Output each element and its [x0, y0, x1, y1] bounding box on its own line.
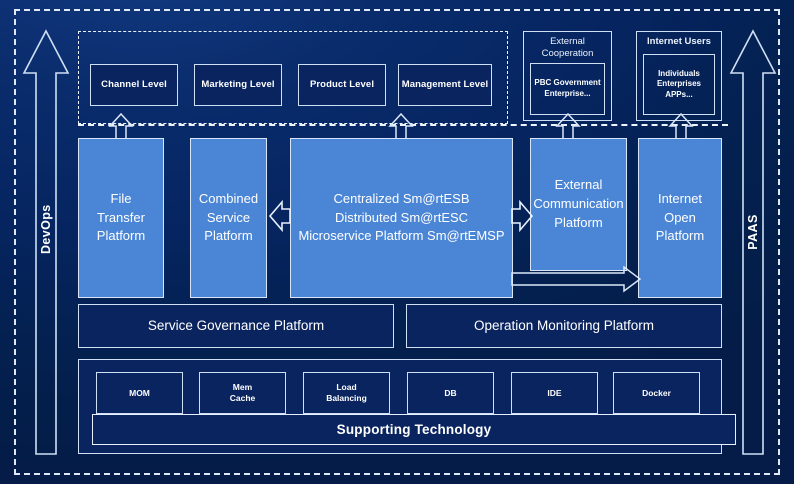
- level-box-management-label: Management Level: [401, 79, 489, 91]
- actor-internet-users-inner: Individuals Enterprises APPs...: [642, 53, 716, 115]
- devops-arrow: [22, 29, 70, 456]
- tech-box-db-line1: DB: [444, 387, 457, 398]
- tech-box-load-balancing-line1: Load: [336, 382, 357, 393]
- platform-file-transfer-line3: Platform: [96, 228, 146, 244]
- platform-centralized-esb-line3: Microservice Platform Sm@rtEMSP: [298, 228, 505, 244]
- tech-box-mom-line1: MOM: [129, 387, 150, 398]
- platform-combined-service-line3: Platform: [204, 228, 253, 244]
- level-box-channel-label: Channel Level: [101, 79, 167, 91]
- platform-internet-open[interactable]: Internet Open Platform: [638, 138, 722, 298]
- actor-internet-users[interactable]: Internet Users Individuals Enterprises A…: [636, 31, 722, 121]
- platform-external-communication-line1: External: [554, 177, 603, 193]
- operation-monitoring-platform-label: Operation Monitoring Platform: [473, 318, 655, 334]
- actor-external-cooperation-inner-line2: Enterprise...: [544, 88, 591, 98]
- tech-box-docker-line1: Docker: [642, 387, 671, 398]
- connector-arrow-up-internet-open: [668, 113, 694, 141]
- connector-arrow-left-combined-to-esb: [269, 200, 291, 232]
- platform-combined-service-line2: Service: [206, 209, 251, 225]
- tech-box-load-balancing-line2: Balancing: [326, 393, 367, 403]
- actor-external-cooperation-title-line2: Cooperation: [541, 47, 594, 59]
- level-box-product-label: Product Level: [309, 79, 375, 91]
- paas-label: PAAS: [746, 214, 760, 250]
- paas-arrow: [729, 29, 777, 456]
- actor-internet-users-title: Internet Users: [647, 36, 711, 47]
- level-box-marketing-label: Marketing Level: [201, 79, 275, 91]
- platform-file-transfer-line2: Transfer: [97, 209, 145, 225]
- tech-box-ide-line1: IDE: [547, 387, 562, 398]
- platform-internet-open-line3: Platform: [655, 228, 705, 244]
- actor-internet-users-inner-line2: Enterprises: [656, 79, 701, 89]
- actor-internet-users-inner-line1: Individuals: [658, 68, 700, 78]
- connector-arrow-right-esb-to-external: [511, 200, 533, 232]
- connector-arrow-up-external-communication: [555, 113, 581, 141]
- tech-box-ide[interactable]: IDE: [511, 372, 598, 414]
- tech-box-db[interactable]: DB: [407, 372, 494, 414]
- tech-box-mem-cache-line2: Cache: [229, 393, 256, 403]
- actor-external-cooperation[interactable]: External Cooperation PBC Government Ente…: [523, 31, 612, 121]
- service-governance-platform-label: Service Governance Platform: [147, 318, 325, 334]
- tech-box-mem-cache[interactable]: Mem Cache: [199, 372, 286, 414]
- platform-external-communication-line3: Platform: [554, 214, 603, 230]
- level-box-channel[interactable]: Channel Level: [90, 64, 178, 106]
- platform-file-transfer[interactable]: File Transfer Platform: [78, 138, 164, 298]
- platform-centralized-esb[interactable]: Centralized Sm@rtESB Distributed Sm@rtES…: [290, 138, 513, 298]
- platform-file-transfer-line1: File: [110, 190, 132, 206]
- outer-dashed-frame: [14, 9, 780, 475]
- service-governance-platform[interactable]: Service Governance Platform: [78, 304, 394, 348]
- level-box-marketing[interactable]: Marketing Level: [194, 64, 282, 106]
- tech-box-mom[interactable]: MOM: [96, 372, 183, 414]
- platform-internet-open-line2: Open: [664, 209, 696, 225]
- platform-combined-service[interactable]: Combined Service Platform: [190, 138, 267, 298]
- level-box-product[interactable]: Product Level: [298, 64, 386, 106]
- tech-box-load-balancing[interactable]: Load Balancing: [303, 372, 390, 414]
- platform-centralized-esb-line2: Distributed Sm@rtESC: [334, 209, 469, 225]
- level-box-management[interactable]: Management Level: [398, 64, 492, 106]
- actor-external-cooperation-title-line1: External: [550, 36, 585, 47]
- operation-monitoring-platform[interactable]: Operation Monitoring Platform: [406, 304, 722, 348]
- actor-external-cooperation-inner-line1: PBC Government: [534, 78, 601, 88]
- connector-arrow-up-centralized-platform: [388, 113, 414, 141]
- platform-external-communication-line2: Communication: [533, 196, 624, 212]
- connector-arrow-up-file-transfer: [108, 113, 134, 141]
- tech-box-docker[interactable]: Docker: [613, 372, 700, 414]
- actor-external-cooperation-inner: PBC Government Enterprise...: [529, 62, 606, 115]
- platform-combined-service-line1: Combined: [198, 190, 259, 206]
- tech-box-mem-cache-line1: Mem: [232, 382, 253, 393]
- supporting-technology-bar[interactable]: Supporting Technology: [92, 414, 736, 445]
- platform-external-communication[interactable]: External Communication Platform: [530, 138, 627, 271]
- connector-arrow-right-esb-to-internet-open: [511, 266, 641, 296]
- platform-internet-open-line1: Internet: [657, 190, 703, 206]
- actor-internet-users-inner-line3: APPs...: [665, 89, 693, 99]
- supporting-technology-bar-label: Supporting Technology: [336, 422, 492, 437]
- layer-separator-dashed-line: [78, 124, 728, 126]
- devops-label: DevOps: [39, 204, 53, 254]
- business-level-group: [78, 31, 508, 124]
- platform-centralized-esb-line1: Centralized Sm@rtESB: [333, 190, 470, 206]
